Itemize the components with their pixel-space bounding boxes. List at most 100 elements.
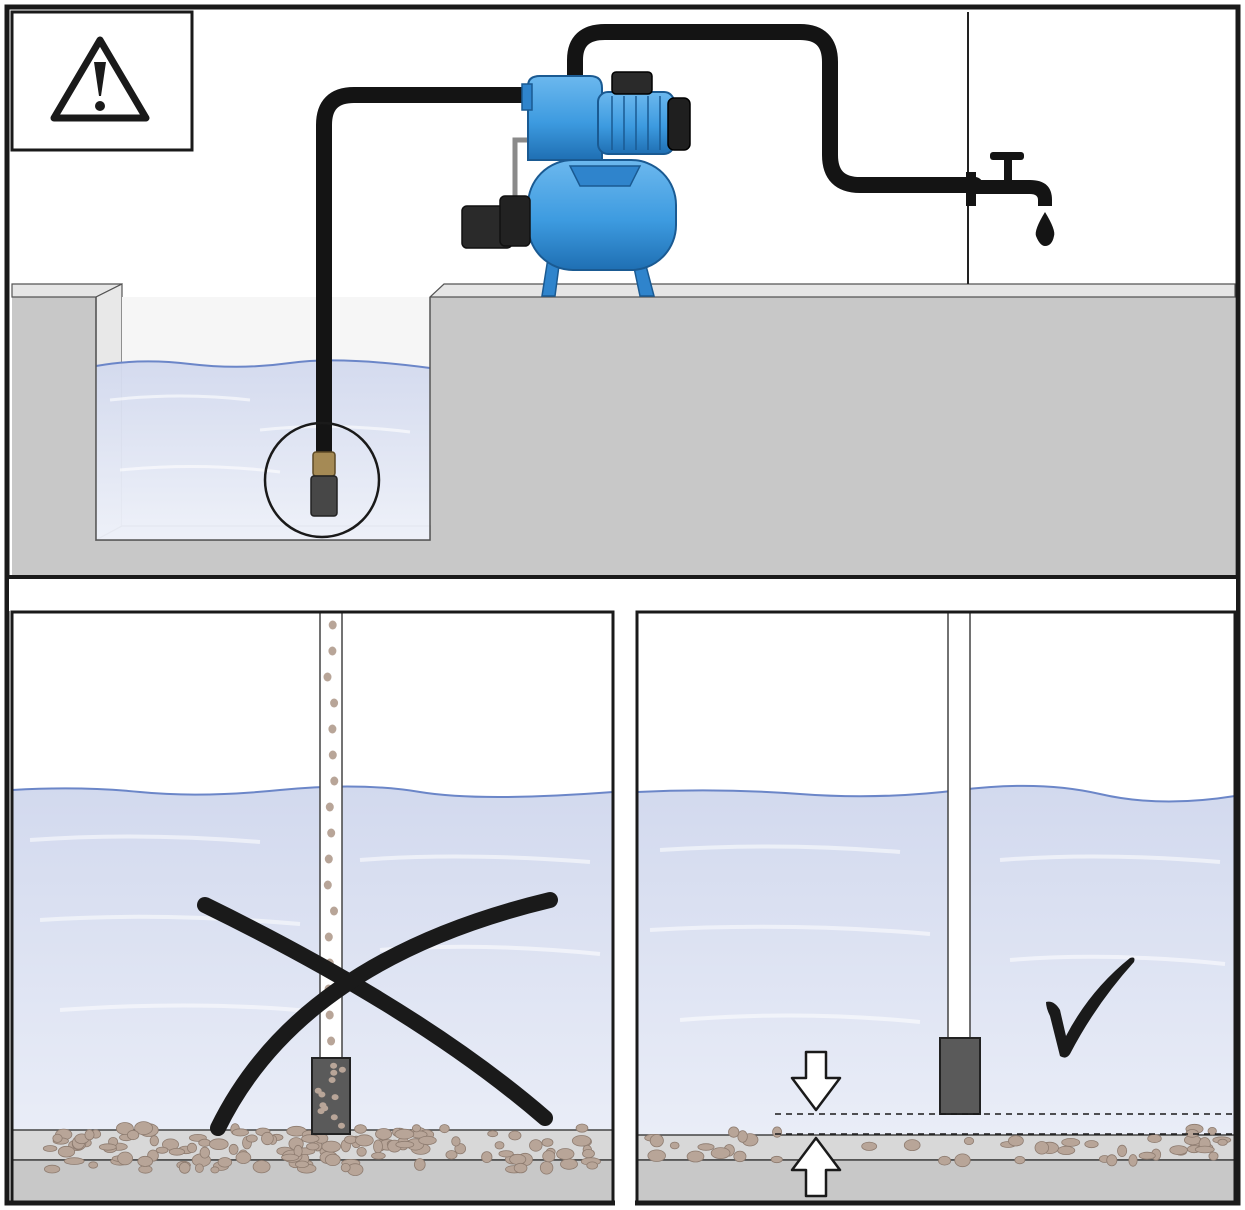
tank-water-surface — [95, 359, 431, 369]
right-sediment-pebbles — [644, 1123, 1232, 1168]
pipe-sediment-dot — [330, 776, 339, 786]
pebble — [1061, 1138, 1081, 1147]
pebble — [1014, 1156, 1026, 1165]
strainer-sediment-dot — [330, 1114, 338, 1121]
booster-pump — [461, 71, 691, 297]
warning-triangle-icon — [50, 36, 150, 122]
pebble — [324, 1153, 341, 1167]
pebble — [669, 1141, 680, 1150]
tank-water — [96, 360, 430, 540]
pebble — [178, 1161, 191, 1174]
pebble — [43, 1164, 61, 1174]
pebble — [340, 1163, 351, 1173]
pebble — [1207, 1127, 1217, 1136]
pipe-sediment-dot — [325, 802, 334, 812]
pebble — [697, 1143, 715, 1151]
pebble — [445, 1150, 458, 1160]
right-water — [637, 785, 1235, 1202]
pebble — [647, 1149, 666, 1162]
bottom-right-frame — [635, 610, 1237, 1204]
pebble — [529, 1139, 543, 1152]
pebble — [733, 1150, 747, 1163]
pebble — [575, 1123, 589, 1133]
pebble — [686, 1150, 705, 1163]
pebble — [245, 1134, 258, 1143]
pebble — [137, 1155, 154, 1167]
pebble — [963, 1137, 975, 1146]
strainer — [310, 475, 338, 517]
pebble — [217, 1157, 233, 1168]
bottom-left-frame — [10, 610, 615, 1204]
strainer-sediment-dot — [331, 1094, 339, 1101]
panel-gap — [615, 612, 635, 1206]
pebble — [186, 1142, 197, 1154]
pipe-sediment-dot — [330, 906, 338, 916]
pebble — [301, 1134, 320, 1143]
pipe-sediment-dot — [327, 828, 336, 838]
pebble — [582, 1149, 595, 1159]
strainer-sediment-dot — [338, 1122, 345, 1129]
strainer-sediment-dot — [328, 1077, 336, 1083]
check-mark-icon — [1046, 957, 1135, 1058]
pebble — [411, 1124, 421, 1133]
pipe-sediment-dot — [330, 698, 339, 708]
arrow-down-icon — [790, 1050, 842, 1112]
pebble — [88, 1161, 99, 1169]
pebble — [252, 1160, 271, 1174]
pebble — [354, 1124, 367, 1134]
pebble — [52, 1133, 63, 1143]
left-strainer-sediment — [314, 1062, 346, 1129]
pebble — [649, 1134, 664, 1148]
pebble — [209, 1138, 229, 1150]
pebble — [321, 1140, 341, 1153]
pebble — [1138, 1151, 1156, 1160]
pebble — [954, 1153, 971, 1168]
pebble — [168, 1148, 185, 1156]
pebble — [394, 1128, 415, 1140]
pebble — [418, 1135, 437, 1146]
pebble — [509, 1153, 527, 1165]
suction-hose — [316, 87, 538, 463]
strainer-sediment-dot — [318, 1091, 326, 1098]
pipe-sediment-dot — [328, 724, 337, 734]
pebble — [57, 1145, 76, 1158]
pipe-sediment-dot — [325, 1010, 334, 1020]
pebble — [134, 1121, 154, 1135]
pebble — [210, 1166, 220, 1174]
pebble — [770, 1155, 783, 1164]
pebble — [84, 1129, 95, 1141]
tank-water-ripples — [109, 394, 411, 474]
pebble — [228, 1143, 239, 1155]
strainer-highlight-circle — [263, 421, 381, 539]
pebble — [117, 1151, 133, 1166]
pebble — [199, 1146, 211, 1159]
pebble — [508, 1130, 522, 1141]
left-sediment-pebbles — [42, 1121, 601, 1176]
pebble — [344, 1135, 358, 1144]
pebble — [498, 1150, 514, 1158]
bottom-gap — [9, 579, 1236, 611]
pebble — [1147, 1134, 1162, 1143]
pebble — [1117, 1144, 1128, 1158]
pipe-sediment-dot — [324, 854, 333, 864]
right-ledge-top — [428, 283, 1236, 298]
pebble — [560, 1158, 578, 1170]
pebble — [194, 1163, 204, 1173]
pebble — [1106, 1154, 1118, 1167]
pebble — [375, 1128, 393, 1140]
pebble — [586, 1161, 598, 1170]
pebble — [373, 1139, 383, 1154]
pebble — [481, 1151, 493, 1163]
pebble — [541, 1138, 554, 1147]
pipe-sediment-dot — [327, 1036, 336, 1046]
pebble — [737, 1130, 748, 1143]
pipe-sediment-dot — [323, 880, 332, 890]
pebble — [155, 1146, 169, 1154]
pebble — [451, 1136, 461, 1147]
pipe-sediment-dot — [328, 620, 337, 630]
pebble — [1194, 1145, 1215, 1154]
pebble — [439, 1124, 450, 1134]
pebble — [513, 1162, 528, 1174]
pebble — [728, 1126, 740, 1138]
strainer-sediment-dot — [317, 1108, 325, 1115]
